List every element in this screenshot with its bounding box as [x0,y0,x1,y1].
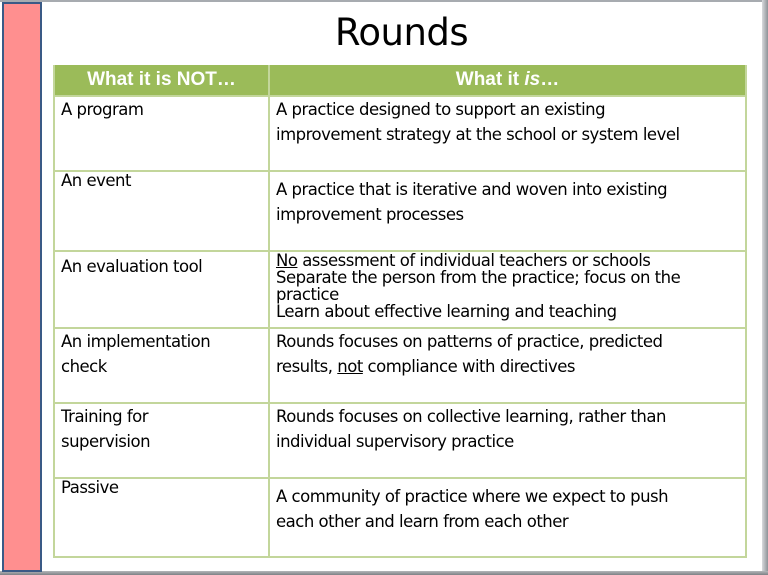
cell-line: improvement strategy at the school or sy… [276,125,680,144]
window-frame-right [762,0,768,575]
cell-line: No assessment of individual teachers or … [276,252,739,269]
cell-line: A practice designed to support an existi… [276,100,606,119]
cell-text: results, [276,357,338,376]
cell-line: practice [276,285,339,304]
cell-is: No assessment of individual teachers or … [268,250,747,329]
header-prefix: What it [455,69,525,90]
header-suffix: … [540,69,560,90]
cell-is: A practice designed to support an existi… [268,95,747,172]
table-row: An implementation check Rounds focuses o… [53,327,747,404]
cell-line: improvement processes [276,205,464,224]
table-row: An event A practice that is iterative an… [53,170,747,252]
window-frame-bottom [0,571,768,575]
cell-line: Training for [61,407,149,426]
slide-title: Rounds [334,11,469,54]
table-row: Training for supervision Rounds focuses … [53,402,747,479]
cell-not: A program [53,95,270,172]
cell-not: Training for supervision [53,402,270,479]
cell-text: compliance with directives [362,357,576,376]
comparison-table: What it is NOT… What it is… A program A … [53,65,747,558]
table-row: A program A practice designed to support… [53,95,747,172]
slide-accent-bar [2,2,42,572]
header-what-it-is-not: What it is NOT… [53,65,270,97]
cell-is: Rounds focuses on patterns of practice, … [268,327,747,404]
cell-not: Passive [53,477,270,558]
underlined-text: No [276,251,298,270]
cell-is: Rounds focuses on collective learning, r… [268,402,747,479]
table-row: Passive A community of practice where we… [53,477,747,558]
cell-text: assessment of individual teachers or sch… [297,251,651,270]
cell-line: each other and learn from each other [276,512,569,531]
cell-not: An implementation check [53,327,270,404]
cell-not: An event [53,170,270,252]
cell-line: individual supervisory practice [276,432,514,451]
cell-line: Learn about effective learning and teach… [276,302,617,321]
cell-line: results, not compliance with directives [276,354,739,379]
header-italic: is [524,69,541,90]
cell-line: An implementation [61,332,211,351]
underlined-text: not [337,357,363,376]
cell-is: A practice that is iterative and woven i… [268,170,747,252]
header-what-it-is: What it is… [268,65,747,97]
window-frame-top [0,0,768,2]
table-header-row: What it is NOT… What it is… [53,65,747,97]
cell-line: Separate the person from the practice; f… [276,268,681,287]
cell-not: An evaluation tool [53,250,270,329]
cell-line: A practice that is iterative and woven i… [276,180,668,199]
cell-line: A community of practice where we expect … [276,487,669,506]
cell-is: A community of practice where we expect … [268,477,747,558]
cell-line: check [61,357,107,376]
cell-line: supervision [61,432,151,451]
cell-line: Rounds focuses on collective learning, r… [276,407,666,426]
table-row: An evaluation tool No assessment of indi… [53,250,747,329]
cell-line: Rounds focuses on patterns of practice, … [276,332,663,351]
